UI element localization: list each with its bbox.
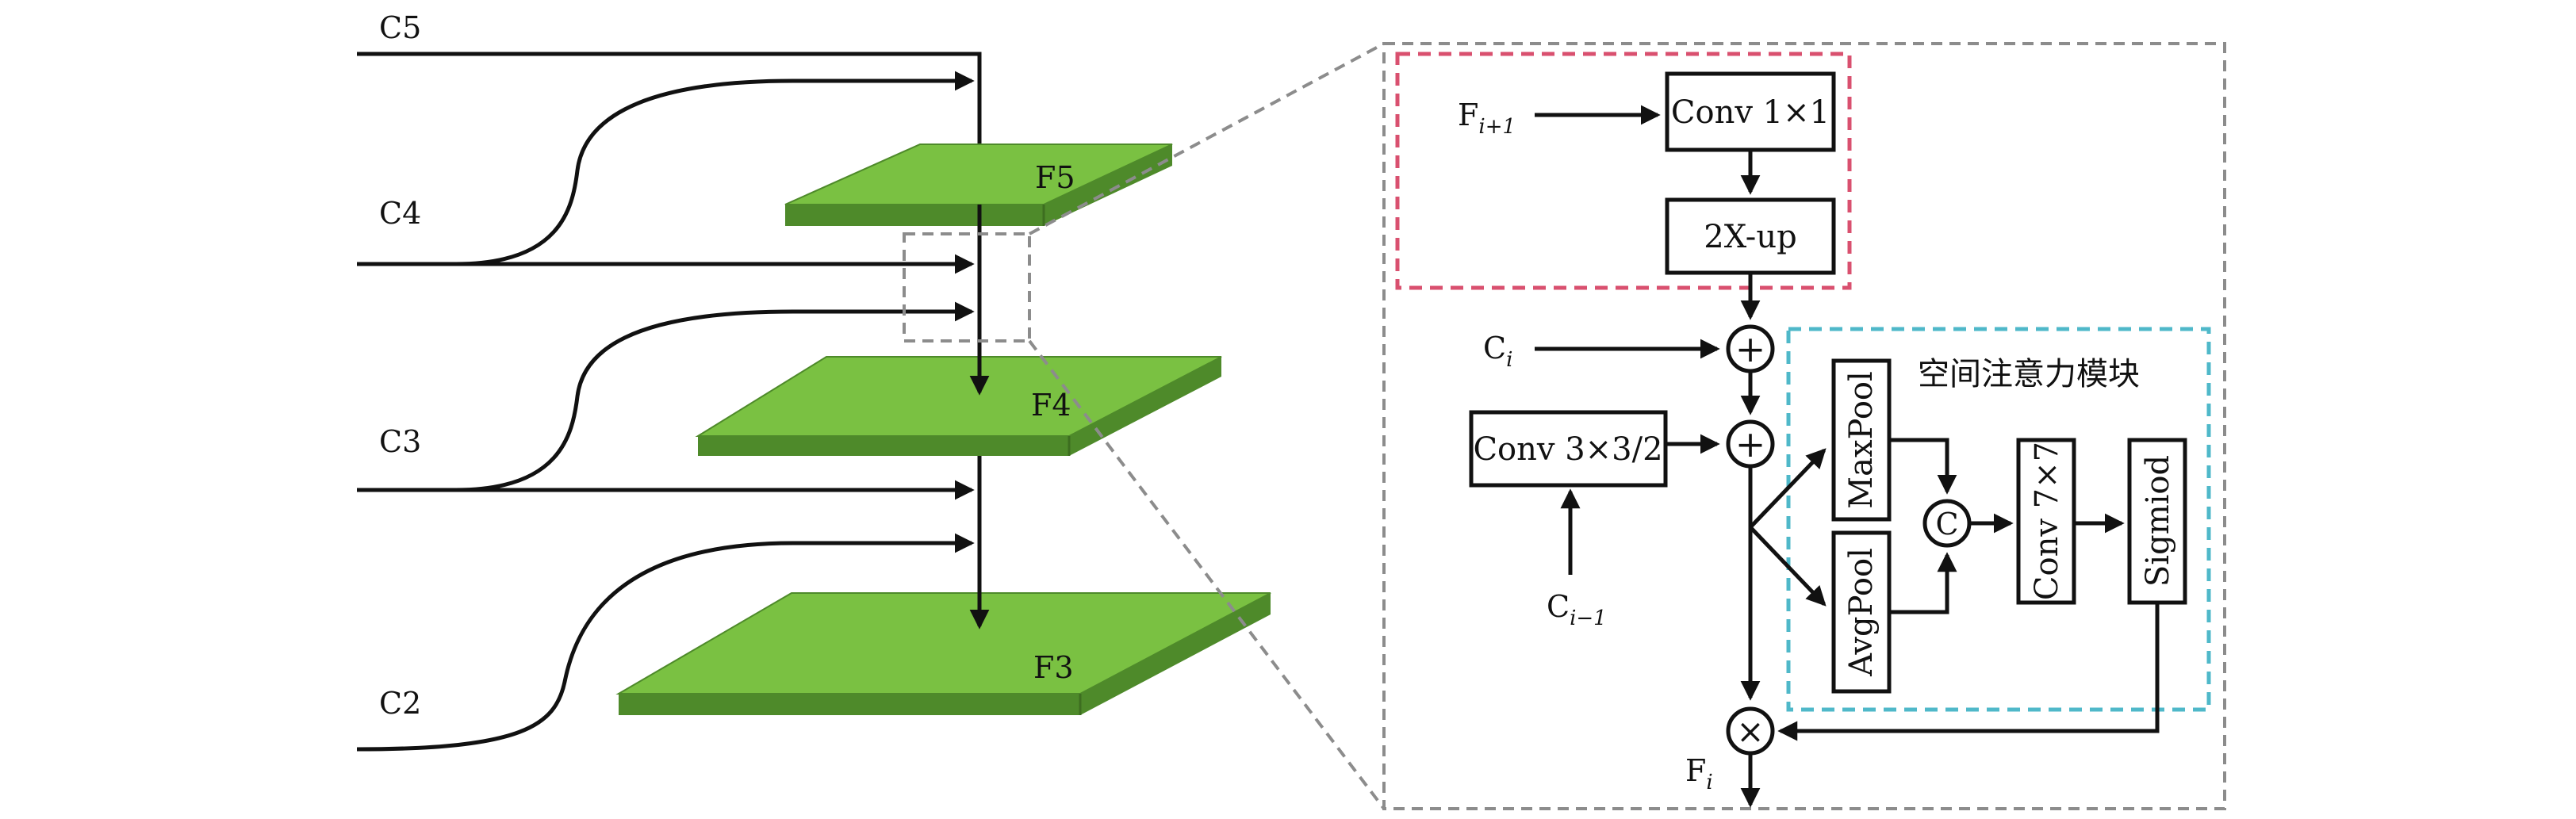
input-label-c3: C3 — [379, 424, 421, 459]
add-symbol-1: + — [1735, 327, 1766, 370]
attention-module-title: 空间注意力模块 — [1918, 356, 2140, 392]
ci-label: Ci — [1483, 331, 1512, 372]
avgpool-label: AvgPool — [1843, 548, 1880, 677]
input-label-c5: C5 — [379, 10, 421, 45]
conv1x1-label: Conv 1×1 — [1671, 94, 1830, 131]
output-label: Fi — [1685, 753, 1713, 794]
conv7x7-box — [2016, 438, 2076, 605]
branch-to-maxpool — [1749, 448, 1827, 529]
fusion-detail-panel: Fi+1 Conv 1×1 2X-up Ci + Conv 3×3/2 Ci−1… — [1382, 42, 2226, 810]
feature-pyramid: C5 C4 C3 C2 — [356, 10, 1271, 752]
layer-f3 — [615, 592, 1271, 715]
c3-skip-curve — [455, 301, 975, 492]
input-label-c2: C2 — [379, 686, 421, 721]
upsample-block-frame — [1395, 52, 1852, 290]
concat-symbol: C — [1935, 507, 1958, 542]
sigmoid-box — [2127, 438, 2187, 605]
layer-f4 — [695, 356, 1222, 456]
f4-top — [695, 356, 1222, 437]
maxpool-label: MaxPool — [1843, 371, 1880, 509]
layer-label-f4: F4 — [1031, 388, 1071, 423]
sigmoid-to-mul-arrow — [1777, 603, 2160, 741]
spatial-attention-frame — [1786, 327, 2211, 712]
f3-top — [615, 592, 1271, 695]
layer-label-f5: F5 — [1035, 160, 1075, 195]
c4-skip-curve — [455, 71, 975, 266]
upsample-label: 2X-up — [1704, 219, 1796, 255]
conv7x7-label: Conv 7×7 — [2029, 442, 2065, 600]
maxpool-to-concat — [1889, 438, 1957, 495]
c2-skip-curve — [356, 533, 975, 752]
branch-to-avgpool — [1749, 526, 1827, 607]
conv1x1-box — [1665, 71, 1836, 152]
avgpool-to-concat — [1889, 552, 1957, 614]
conv3x3-box — [1469, 410, 1668, 488]
input-label-c4: C4 — [379, 196, 421, 231]
add-symbol-2: + — [1735, 423, 1766, 465]
zoom-line-top — [1029, 42, 1385, 235]
sigmoid-label: Sigmiod — [2140, 455, 2176, 587]
upsample-box — [1665, 197, 1836, 275]
f5-top — [784, 144, 1173, 205]
detail-frame — [1382, 42, 2226, 810]
layer-f5 — [784, 144, 1173, 226]
c5-path — [357, 52, 990, 166]
zoom-line-bottom — [1028, 339, 1386, 810]
multiply-symbol: × — [1736, 712, 1764, 751]
conv3x3-label: Conv 3×3/2 — [1473, 431, 1662, 468]
input-top-label: Fi+1 — [1458, 98, 1516, 139]
maxpool-box — [1831, 358, 1892, 522]
zoom-region-box — [903, 232, 1031, 343]
avgpool-box — [1831, 530, 1892, 694]
layer-label-f3: F3 — [1033, 650, 1074, 685]
ci-prev-label: Ci−1 — [1547, 589, 1607, 630]
